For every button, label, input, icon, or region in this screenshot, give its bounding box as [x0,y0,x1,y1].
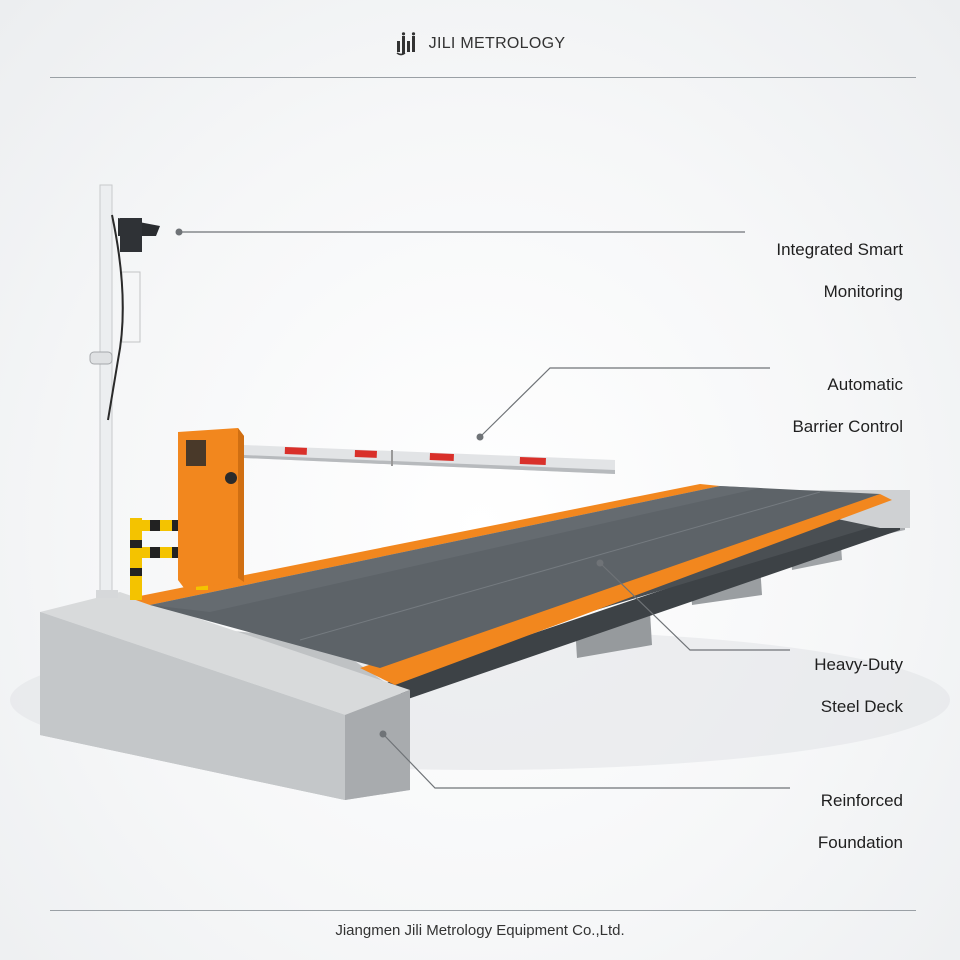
callout-label-line2: Monitoring [823,282,903,301]
jili-logo-icon [396,32,415,56]
footer-divider [50,910,916,911]
callout-label-line1: Automatic [827,375,903,394]
header-divider [50,77,916,78]
callout-label-line2: Foundation [817,833,903,852]
callout-label-line2: Steel Deck [820,697,903,716]
callout-label-line2: Barrier Control [792,417,903,436]
callout-steel-deck: Heavy-Duty Steel Deck [814,633,903,738]
footer-company: Jiangmen Jili Metrology Equipment Co.,Lt… [335,922,625,939]
callout-foundation: Reinforced Foundation [818,769,903,874]
header: JILI METROLOGY [0,28,960,60]
brand-name: JILI METROLOGY [428,35,566,52]
callout-label-line1: Integrated Smart [776,240,903,259]
callout-label-line1: Reinforced [820,791,903,810]
callout-barrier-control: Automatic Barrier Control [792,353,903,458]
callout-label-line1: Heavy-Duty [814,655,903,674]
callout-smart-monitoring: Integrated Smart Monitoring [776,218,903,323]
